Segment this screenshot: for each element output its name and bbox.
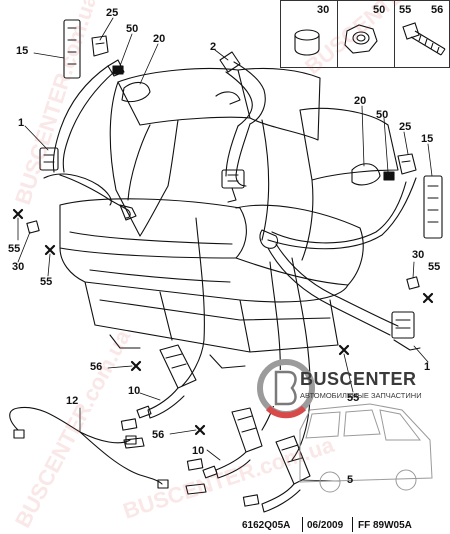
callout-55-mid: 55 [347,392,360,404]
callout-1-left: 1 [18,117,25,129]
trim-cap-right [397,153,417,175]
callout-10-lower: 10 [192,445,205,457]
footer-code: FF 89W05A [358,520,412,531]
callout-55-right: 55 [428,261,441,273]
nut-50-icon [344,24,378,54]
clip-right-30 [406,276,420,290]
bolt-cover-right [383,171,395,181]
brand-mark [257,359,315,419]
callout-25-right: 25 [399,121,412,133]
footer-reference: 6162Q05A [242,520,291,531]
callout-5: 5 [347,474,354,486]
seat-backrest-right [299,107,399,261]
inset-label-30: 30 [317,4,330,16]
callout-55-left-b: 55 [40,276,53,288]
callout-2: 2 [210,41,217,53]
clip-mark-left-b [44,244,56,256]
pillar-trim-right [351,163,381,186]
wiring-harness [9,406,169,489]
callout-50-left: 50 [126,23,139,35]
callout-15-right: 15 [421,133,434,145]
callout-25-left: 25 [106,7,119,19]
inset-label-56: 56 [431,4,444,16]
callout-30-right: 30 [412,249,425,261]
inset-divider [394,1,395,67]
leader-lines [17,17,433,482]
seat-backrest-middle [237,67,321,241]
callout-55-left: 55 [8,243,21,255]
clip-mark-56-upper [130,360,142,372]
belt-guide-left [63,19,81,79]
inset-label-50: 50 [373,4,386,16]
bolt-55-icon [402,22,446,56]
footer-divider [352,517,353,532]
clip-mark-mid [338,344,350,356]
clip-left-30 [26,220,40,234]
callout-30-left: 30 [12,261,25,273]
buckle-assembly-upper [120,344,197,449]
callout-56-lower: 56 [152,429,165,441]
footer-date: 06/2009 [307,520,344,531]
inset-divider [337,1,338,67]
retractor-belt-right [259,177,421,351]
buckle-assembly-lower [185,407,263,495]
buckle-cables [181,217,311,461]
callout-15-left: 15 [16,45,29,57]
clip-mark-56-lower [194,424,206,436]
callout-20-left: 20 [153,33,166,45]
inset-parts-drawing [294,22,446,56]
brand-logo: BUSCENTER АВТОМОБИЛЬНЫЕ ЗАПЧАСТИНИ [300,369,440,400]
callout-12: 12 [66,395,79,407]
trim-cap-left [91,35,109,57]
callout-10-upper: 10 [128,385,141,397]
pillar-trim-left [121,81,151,103]
retractor-belt-left [39,59,137,221]
clip-mark-right-a [422,292,434,304]
seat-frame [84,281,339,369]
callout-1-right: 1 [424,361,431,373]
callout-56-upper: 56 [90,361,103,373]
brand-name: BUSCENTER [300,369,417,389]
callout-50-right: 50 [376,109,389,121]
footer-divider [302,517,303,532]
brand-subtitle: АВТОМОБИЛЬНЫЕ ЗАПЧАСТИНИ [300,391,422,400]
center-belt [215,51,266,203]
seat-backrest-left [109,67,251,237]
clip-mark-left-a [12,208,24,220]
van-illustration [299,403,433,493]
parts-inset: 30 50 55 56 [280,0,450,68]
inset-label-55: 55 [399,4,412,16]
callout-20-right: 20 [354,95,367,107]
cap-30-icon [294,29,320,56]
belt-guide-right [423,175,443,239]
